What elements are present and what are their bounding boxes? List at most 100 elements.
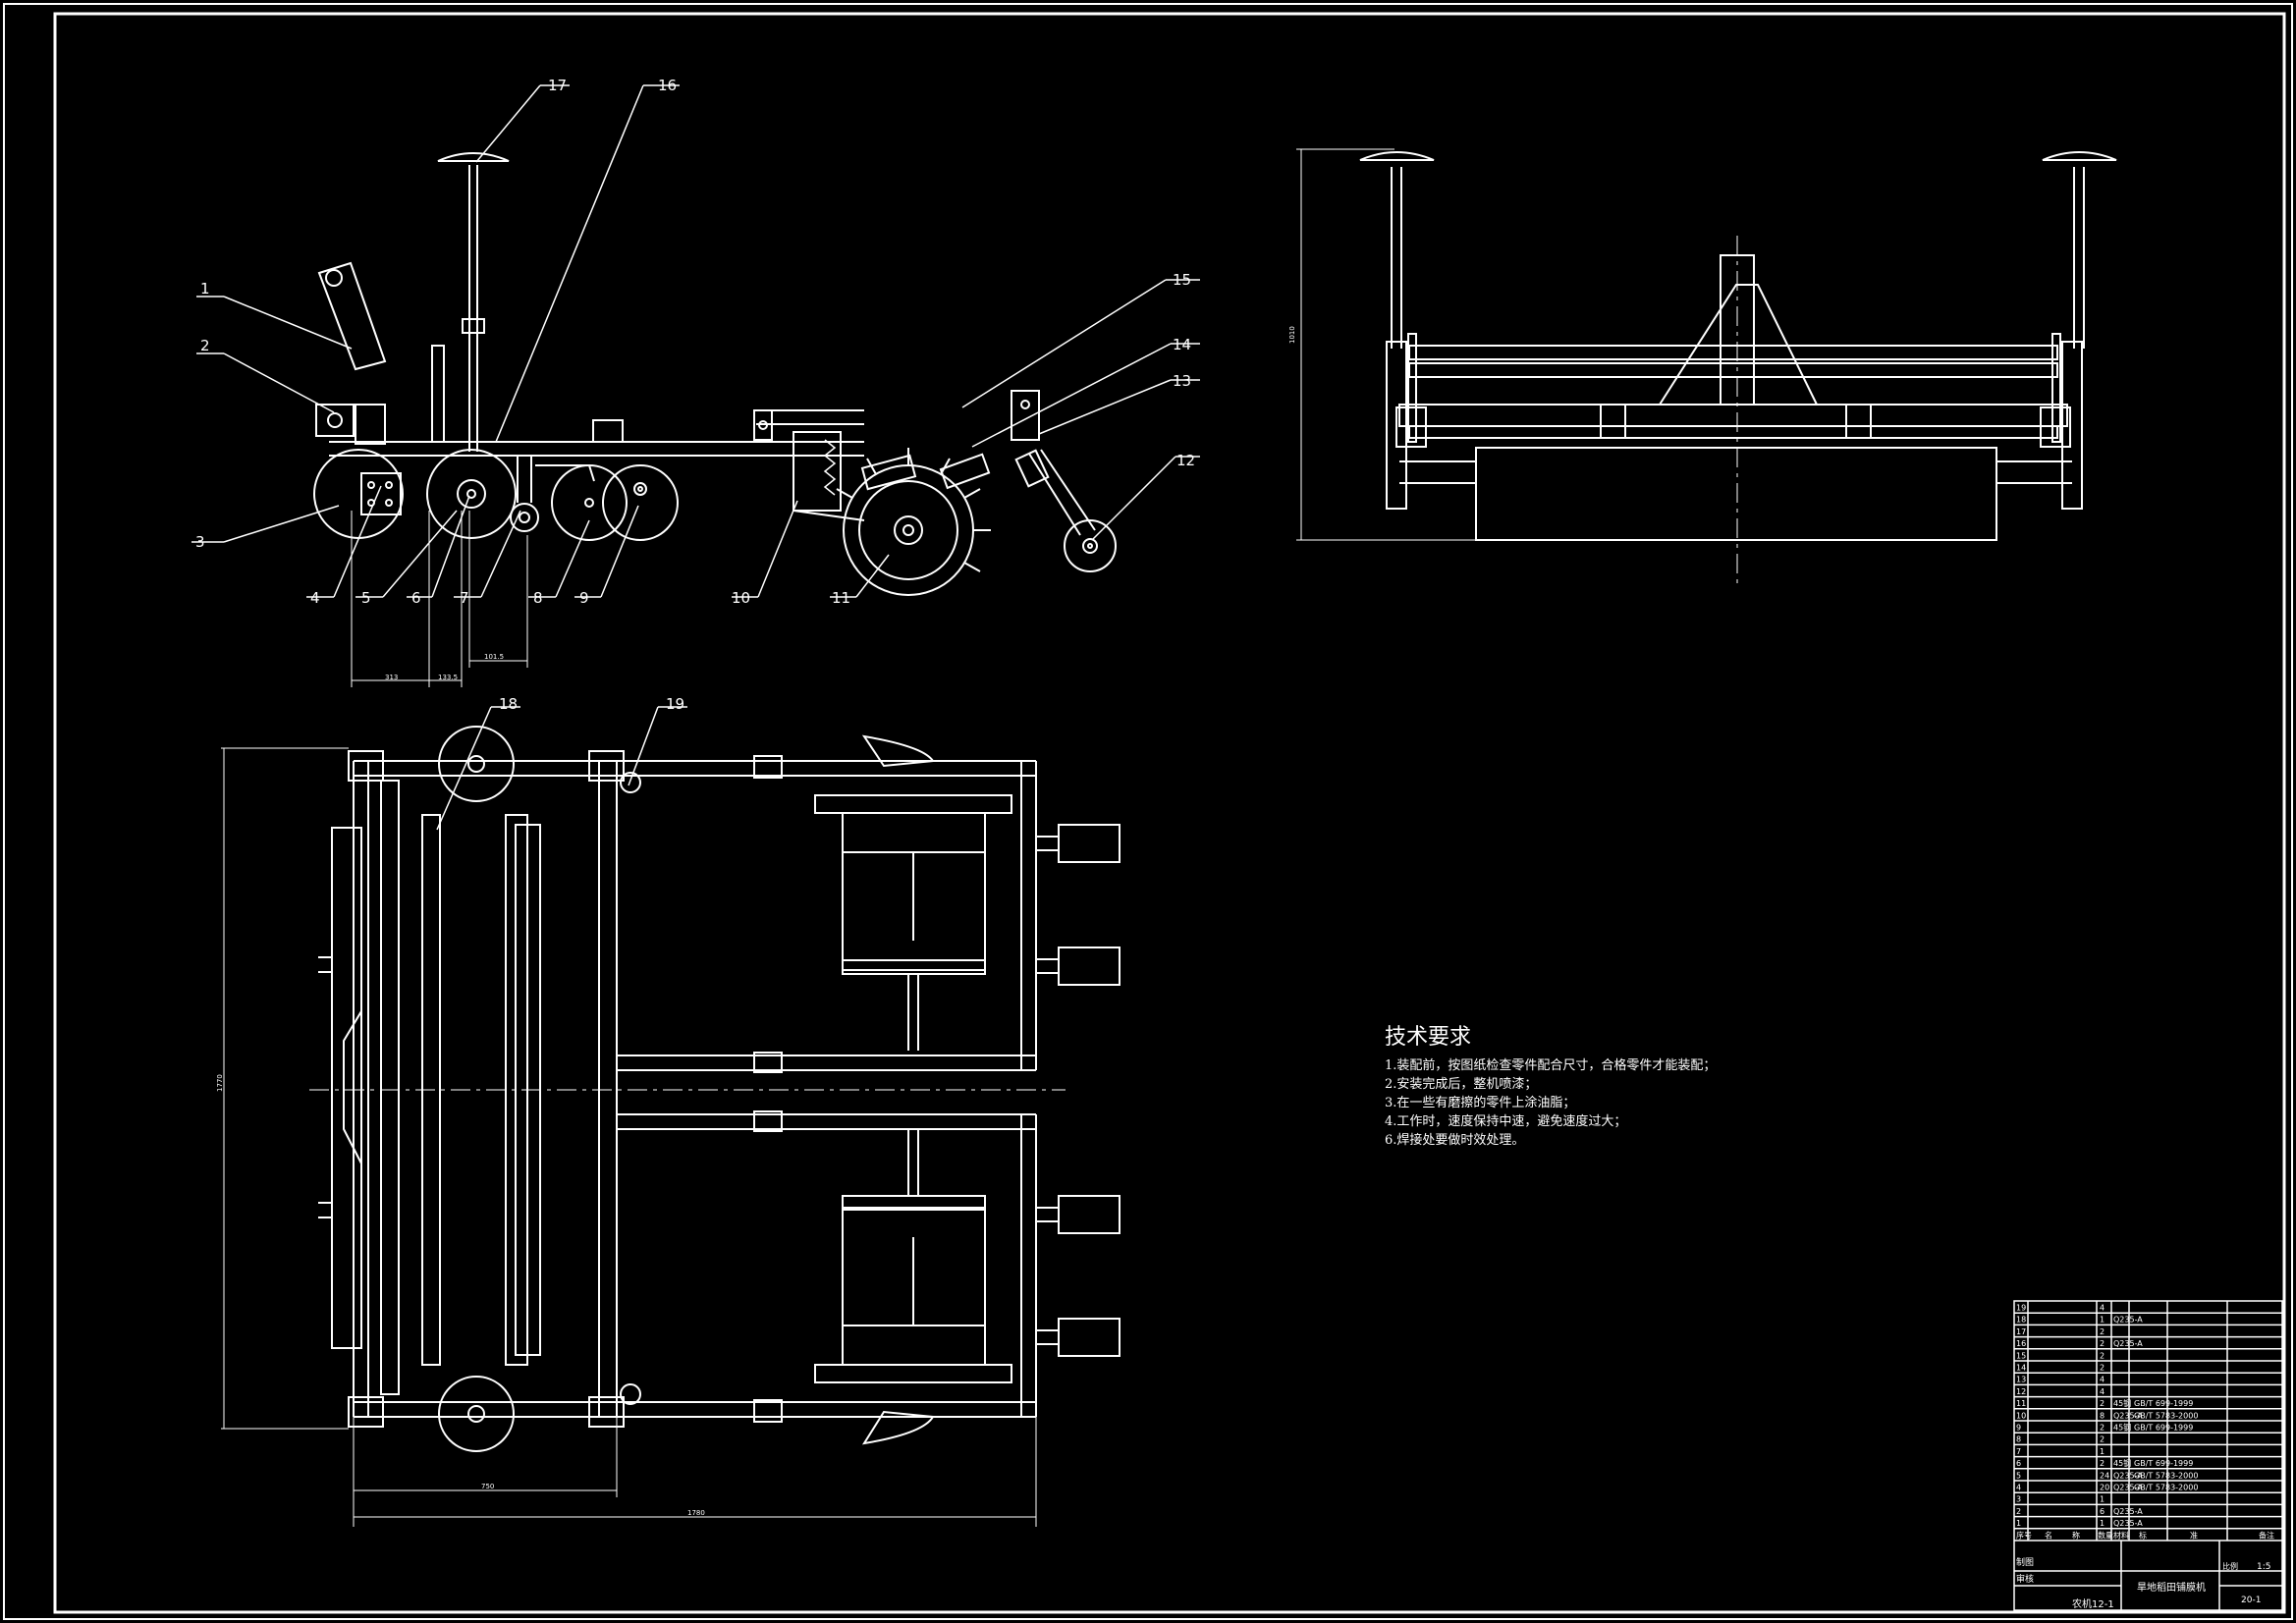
bom-material: 45钢 <box>2113 1458 2131 1468</box>
callout-1: 1 <box>200 280 210 298</box>
bom-item-no: 12 <box>2016 1387 2026 1396</box>
callout-5: 5 <box>361 589 371 607</box>
callout-14: 14 <box>1173 336 1191 353</box>
bom-material: Q235-A <box>2113 1316 2143 1325</box>
bom-qty: 1 <box>2100 1316 2105 1325</box>
bom-item-no: 19 <box>2016 1304 2026 1313</box>
tech-item: 2.安装完成后，整机喷漆； <box>1385 1077 1538 1092</box>
bom-material: Q235-A <box>2113 1339 2143 1348</box>
title-drawn-label: 制图 <box>2016 1556 2034 1568</box>
callout-16: 16 <box>658 77 677 94</box>
bom-table <box>2013 1300 2283 1611</box>
bom-qty: 1 <box>2100 1519 2105 1528</box>
bom-item-no: 4 <box>2016 1484 2021 1492</box>
callout-11: 11 <box>832 589 850 607</box>
bom-item-no: 1 <box>2016 1519 2021 1528</box>
bom-qty: 1 <box>2100 1495 2105 1504</box>
bom-qty: 2 <box>2100 1339 2105 1348</box>
bom-qty: 2 <box>2100 1351 2105 1360</box>
bom-item-no: 7 <box>2016 1447 2021 1456</box>
dim-1780: 1780 <box>687 1509 705 1517</box>
callout-13: 13 <box>1173 372 1191 390</box>
bom-qty: 2 <box>2100 1435 2105 1444</box>
plan-view-leaders <box>436 706 687 831</box>
plan-view-dimensions <box>353 1417 1037 1527</box>
bom-standard: GB/T 5783-2000 <box>2134 1411 2198 1420</box>
bom-material: Q235-A <box>2113 1471 2143 1480</box>
bom-header-cell: 备注 <box>2259 1530 2274 1540</box>
bom-material: Q235-A <box>2113 1519 2143 1528</box>
callout-2: 2 <box>200 337 210 354</box>
side-view <box>313 152 1117 596</box>
bom-qty: 24 <box>2100 1471 2109 1480</box>
title-sheet: 20-1 <box>2241 1596 2261 1605</box>
bom-item-no: 15 <box>2016 1351 2026 1360</box>
tech-item: 3.在一些有磨擦的零件上涂油脂； <box>1385 1096 1576 1110</box>
bom-item-no: 5 <box>2016 1471 2021 1480</box>
bom-header-cell: 名 <box>2045 1530 2052 1540</box>
callout-7: 7 <box>460 589 469 607</box>
tech-item: 4.工作时，速度保持中速，避免速度过大； <box>1385 1114 1627 1129</box>
plan-view <box>221 726 1121 1452</box>
bom-qty: 20 <box>2100 1484 2109 1492</box>
callout-3: 3 <box>195 533 205 551</box>
bom-material: 45钢 <box>2113 1398 2131 1408</box>
side-view-dimensions <box>351 511 528 687</box>
bom-material: 45钢 <box>2113 1423 2131 1433</box>
title-org: 农机12-1 <box>2072 1597 2114 1610</box>
title-scale: 1:5 <box>2257 1562 2270 1572</box>
callout-18: 18 <box>499 695 518 713</box>
bom-standard: GB/T 5783-2000 <box>2134 1484 2198 1492</box>
bom-qty: 2 <box>2100 1364 2105 1373</box>
bom-header-cell: 准 <box>2190 1530 2198 1540</box>
bom-item-no: 6 <box>2016 1459 2021 1468</box>
callout-19: 19 <box>666 695 684 713</box>
bom-item-no: 10 <box>2016 1411 2026 1420</box>
bom-item-no: 17 <box>2016 1327 2026 1336</box>
bom-standard: GB/T 699-1999 <box>2134 1424 2193 1433</box>
callout-8: 8 <box>533 589 543 607</box>
bom-qty: 2 <box>2100 1327 2105 1336</box>
title-product: 旱地稻田铺膜机 <box>2137 1581 2206 1594</box>
side-view-leaders <box>191 84 1200 598</box>
bom-header-cell: 数量 <box>2098 1530 2113 1540</box>
callout-10: 10 <box>732 589 750 607</box>
title-check-label: 审核 <box>2016 1573 2034 1585</box>
bom-qty: 2 <box>2100 1399 2105 1408</box>
bom-material: Q235-A <box>2113 1484 2143 1492</box>
bom-item-no: 9 <box>2016 1424 2021 1433</box>
callout-17: 17 <box>548 77 567 94</box>
callout-6: 6 <box>411 589 421 607</box>
bom-header-cell: 称 <box>2072 1530 2080 1540</box>
callout-12: 12 <box>1176 452 1195 469</box>
bom-qty: 6 <box>2100 1507 2105 1516</box>
bom-qty: 4 <box>2100 1304 2105 1313</box>
bom-item-no: 14 <box>2016 1364 2026 1373</box>
bom-standard: GB/T 699-1999 <box>2134 1399 2193 1408</box>
bom-item-no: 3 <box>2016 1495 2021 1504</box>
dim-313: 313 <box>385 674 398 681</box>
dim-101-5: 101.5 <box>484 653 504 661</box>
bom-item-no: 8 <box>2016 1435 2021 1444</box>
tech-item: 6.焊接处要做时效处理。 <box>1385 1133 1525 1148</box>
bom-material: Q235-A <box>2113 1411 2143 1420</box>
bom-header-cell: 材料 <box>2113 1530 2129 1540</box>
bom-qty: 4 <box>2100 1387 2105 1396</box>
bom-qty: 8 <box>2100 1411 2105 1420</box>
title-scale-label: 比例 <box>2222 1561 2238 1571</box>
bom-item-no: 18 <box>2016 1316 2026 1325</box>
bom-qty: 4 <box>2100 1376 2105 1384</box>
bom-item-no: 16 <box>2016 1339 2026 1348</box>
bom-material: Q235-A <box>2113 1507 2143 1516</box>
dim-750: 750 <box>481 1483 494 1490</box>
bom-header-cell: 序号 <box>2016 1530 2032 1540</box>
bom-item-no: 13 <box>2016 1376 2026 1384</box>
tech-item: 1.装配前，按图纸检查零件配合尺寸，合格零件才能装配； <box>1385 1058 1717 1073</box>
callout-9: 9 <box>579 589 589 607</box>
tech-title: 技术要求 <box>1385 1025 1472 1050</box>
bom-qty: 2 <box>2100 1424 2105 1433</box>
bom-standard: GB/T 5783-2000 <box>2134 1471 2198 1480</box>
bom-item-no: 11 <box>2016 1399 2026 1408</box>
